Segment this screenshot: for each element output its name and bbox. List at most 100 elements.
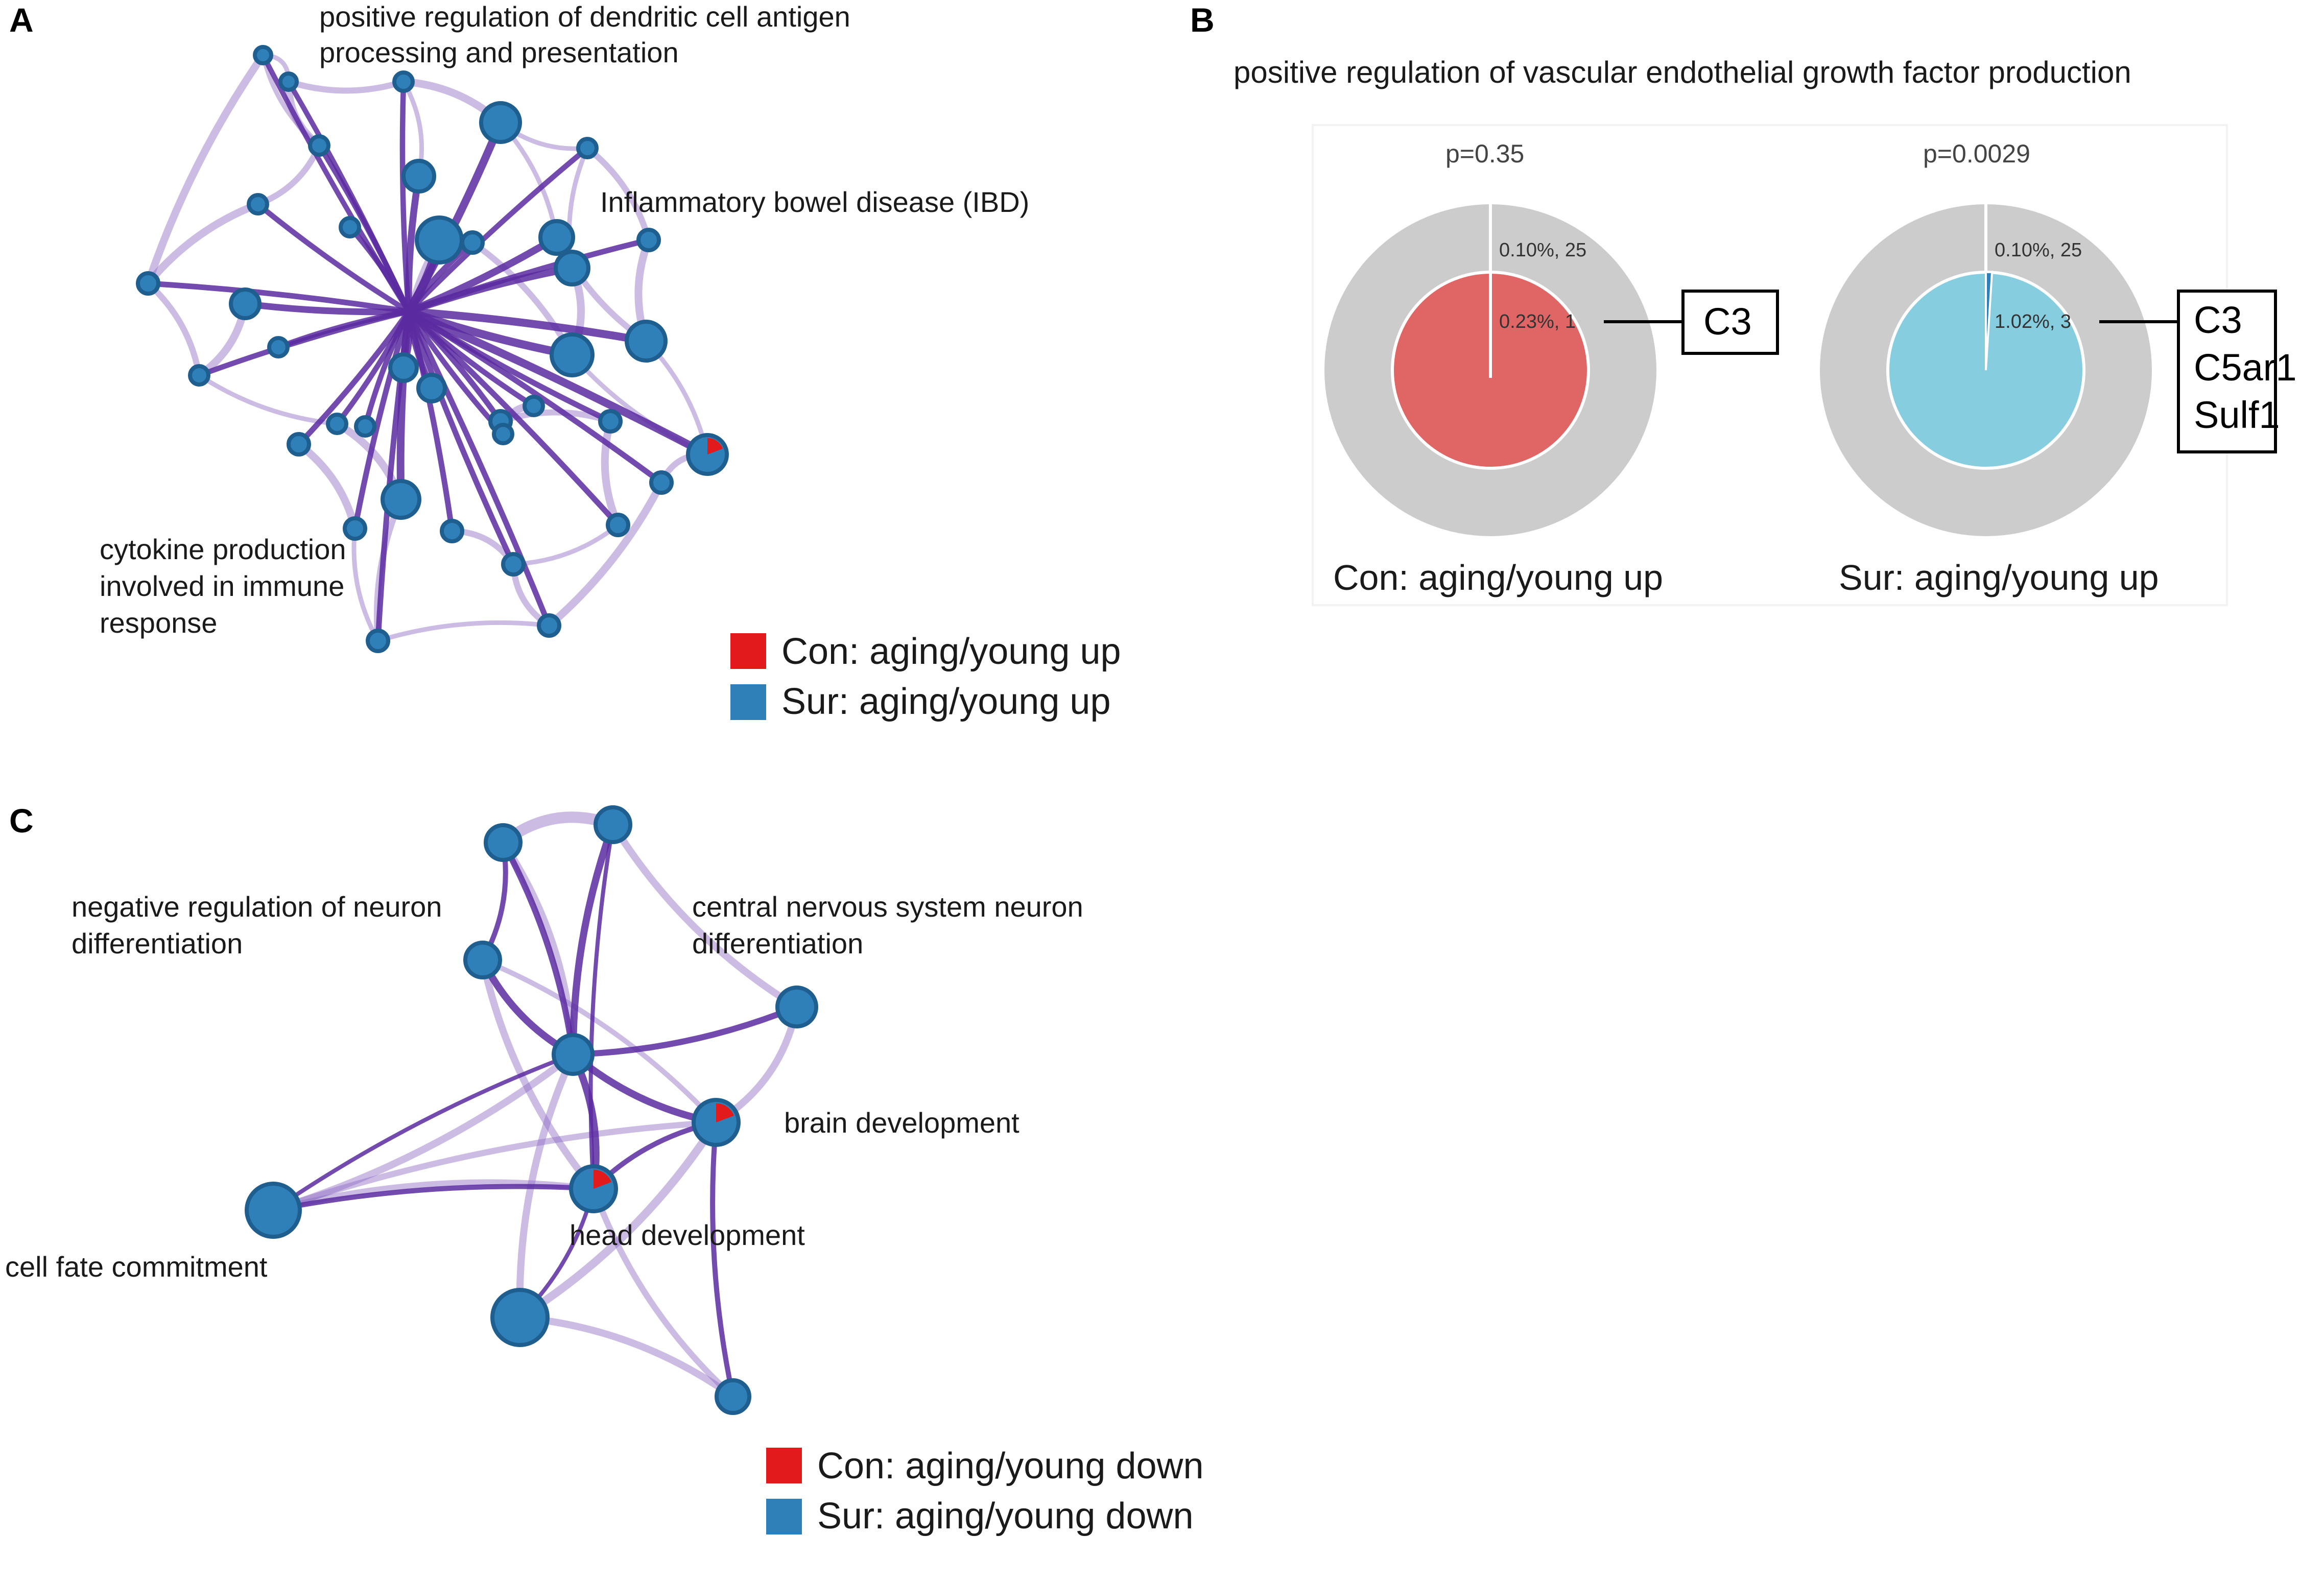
legend-label-sur-up: Sur: aging/young up xyxy=(781,681,1110,722)
pie-con-gene-box xyxy=(1681,290,1779,355)
panel-c-edge-light-10 xyxy=(482,957,718,1124)
panel-c-edge-light-8 xyxy=(519,1314,736,1400)
panel-a-node-24 xyxy=(326,413,348,435)
panel-a-node-35 xyxy=(501,552,526,577)
panel-a-node-7 xyxy=(339,216,361,238)
panel-a-node-16 xyxy=(554,250,590,286)
panel-a-node-14 xyxy=(229,287,262,320)
panel-c-node-cns xyxy=(775,986,818,1028)
panel-a-node-8 xyxy=(247,193,269,215)
label-cns-line2: differentiation xyxy=(692,927,863,960)
legend-swatch-sur-down xyxy=(766,1499,802,1534)
panel-c-node-bottom xyxy=(490,1288,550,1347)
label-cns-line1: central nervous system neuron xyxy=(692,891,1083,923)
label-cytokine-line2: involved in immune xyxy=(100,570,344,602)
panel-a-node-32 xyxy=(440,519,464,543)
legend-swatch-sur-up xyxy=(730,684,766,720)
panel-a-edge-light-24 xyxy=(513,523,620,567)
panel-a-edge-hub-8 xyxy=(256,202,410,314)
panel-a-node-31 xyxy=(381,479,421,520)
panel-a-node-1 xyxy=(278,71,299,92)
panel-a-letter: A xyxy=(9,1,34,39)
pie-con-inner-text: 0.23%, 1 xyxy=(1499,311,1576,332)
pie-sur-gene-box xyxy=(2177,290,2277,453)
panel-c-edge-strong-9 xyxy=(710,1122,736,1398)
panel-a-edge-light-9 xyxy=(377,620,550,643)
label-neg-reg-line1: negative regulation of neuron xyxy=(72,891,442,923)
label-cytokine-line1: cytokine production xyxy=(100,533,346,565)
panel-a-edge-light-17 xyxy=(145,200,259,286)
panel-a-edge-hub-16 xyxy=(407,265,573,315)
panel-a-edge-hub-13 xyxy=(148,280,409,315)
panel-c-nodes xyxy=(245,805,818,1415)
panel-a-node-3 xyxy=(479,101,522,144)
panel-a-edge-hub-30 xyxy=(407,309,663,485)
panel-c-node-negreg xyxy=(463,941,502,979)
label-ibd: Inflammatory bowel disease (IBD) xyxy=(600,186,1029,218)
panel-a-edge-hub-14 xyxy=(245,300,409,316)
panel-a-node-28-highlight xyxy=(707,438,723,454)
panel-a-edge-hub-34 xyxy=(407,309,621,527)
pie-sur-inner-text: 1.02%, 3 xyxy=(1995,311,2071,332)
panel-a-edge-light-14 xyxy=(144,53,267,285)
panel-c-edge-strong-4 xyxy=(573,1004,798,1058)
panel-a-edge-hub-7 xyxy=(348,225,411,313)
legend-label-sur-down: Sur: aging/young down xyxy=(817,1496,1194,1537)
pie-con-gene-0: C3 xyxy=(1703,300,1752,343)
panel-b-title: positive regulation of vascular endothel… xyxy=(1234,55,2131,89)
panel-a-node-6 xyxy=(401,159,436,194)
panel-a-edge-hub-28 xyxy=(407,307,709,458)
panel-a-edge-hub-18 xyxy=(408,307,647,345)
panel-a-edge-hub-26 xyxy=(297,309,411,446)
panel-c-node-head-highlight xyxy=(594,1169,611,1189)
panel-a-edge-hub-36 xyxy=(406,310,552,627)
panel-a-node-12 xyxy=(636,228,661,252)
pie-sur: p=0.0029 0.10%, 25 1.02%, 3 C3 C5ar1 Sul… xyxy=(1820,139,2297,597)
panel-a-edge-hub-33 xyxy=(352,310,412,530)
panel-c-edge-strong-1 xyxy=(569,823,616,1055)
panel-a-node-9 xyxy=(415,215,464,265)
label-cell-fate: cell fate commitment xyxy=(5,1251,268,1283)
pie-con-group-label: Con: aging/young up xyxy=(1333,558,1663,597)
panel-c-legend: Con: aging/young down Sur: aging/young d… xyxy=(766,1446,1204,1537)
panel-c-edge-light-7 xyxy=(517,1120,720,1321)
pie-con-outer-text: 0.10%, 25 xyxy=(1499,239,1586,261)
panel-a-edge-light-1 xyxy=(288,79,405,94)
legend-swatch-con-down xyxy=(766,1448,802,1483)
panel-a-node-25 xyxy=(354,415,376,438)
pie-sur-gene-1: C5ar1 xyxy=(2194,346,2297,389)
pie-con-pvalue: p=0.35 xyxy=(1445,139,1524,168)
panel-c-node-fate xyxy=(245,1182,302,1239)
panel-a-node-10 xyxy=(460,230,485,255)
panel-c-edge-light-5 xyxy=(272,1051,576,1214)
panel-a-node-5 xyxy=(308,134,330,157)
panel-a-edge-hub-4 xyxy=(407,146,589,314)
label-dendritic-line2: processing and presentation xyxy=(319,36,679,68)
panel-a-edge-light-32 xyxy=(296,441,359,530)
panel-a-node-37 xyxy=(366,629,390,653)
pie-sur-gene-0: C3 xyxy=(2194,299,2242,341)
panel-a-node-23 xyxy=(523,395,545,417)
pie-sur-group-label: Sur: aging/young up xyxy=(1839,558,2159,597)
panel-c-node-top2 xyxy=(594,805,632,844)
panel-a-node-30 xyxy=(649,470,674,495)
panel-a-nodes xyxy=(136,45,729,653)
pie-con: p=0.35 0.10%, 25 0.23%, 1 C3 Con: aging/… xyxy=(1324,139,1779,597)
panel-a-node-29 xyxy=(492,423,514,445)
panel-a-node-21 xyxy=(416,373,447,403)
panel-c: C negative regulation of neuron differen… xyxy=(5,802,1204,1537)
label-head-development: head development xyxy=(570,1219,805,1251)
pie-sur-outer-text: 0.10%, 25 xyxy=(1995,239,2082,261)
label-cytokine-line3: response xyxy=(100,607,217,639)
panel-a-node-13 xyxy=(136,271,160,296)
panel-c-edge-light-2 xyxy=(500,841,577,1055)
panel-a-edge-light-4 xyxy=(585,146,652,241)
label-brain-development: brain development xyxy=(784,1107,1019,1139)
panel-c-edge-light-1 xyxy=(610,823,799,1010)
panel-c-edge-strong-8 xyxy=(273,1184,594,1213)
panel-a-node-26 xyxy=(287,432,311,457)
panel-a-edge-light-8 xyxy=(547,481,665,629)
pie-sur-pvalue: p=0.0029 xyxy=(1923,139,2030,168)
legend-swatch-con-up xyxy=(730,633,766,669)
